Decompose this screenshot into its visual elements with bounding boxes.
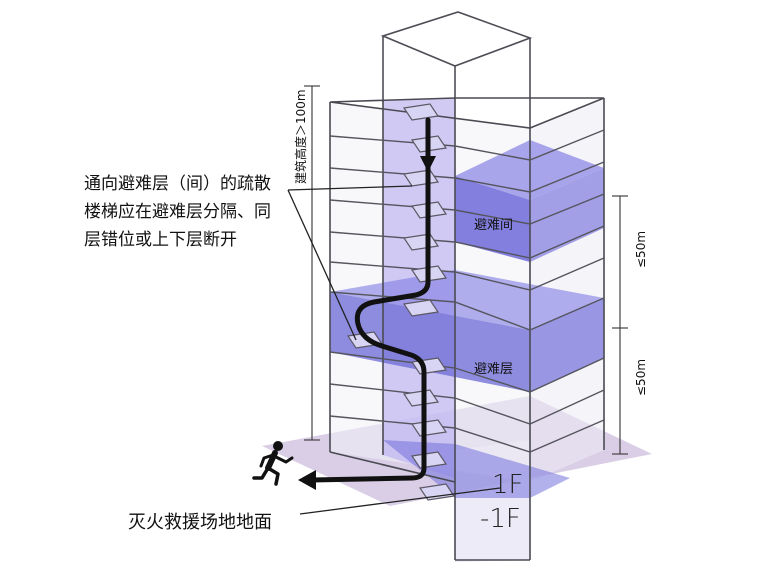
stair-note-line-1: 通向避难层（间）的疏散 [84, 174, 271, 194]
route-start-arrow [420, 156, 436, 172]
stair-note-line-3: 层错位或上下层断开 [84, 230, 237, 250]
fire-rescue-ground-label: 灭火救援场地地面 [128, 512, 272, 533]
leader-lines [287, 185, 501, 515]
refuge-floor-label: 避难层 [474, 362, 514, 377]
refuge-floor-front [330, 292, 530, 392]
refuge-floor-side [530, 298, 604, 392]
arrow-left-icon [298, 470, 316, 490]
running-person-icon [252, 441, 294, 486]
refuge-room-side [530, 168, 604, 262]
ground-floor-label: 1F [492, 470, 524, 500]
refuge-floor-top [330, 270, 604, 330]
refuge-room-label: 避难间 [474, 218, 514, 233]
spacing-lower-label: ≤50m [634, 358, 648, 396]
building-outline [329, 97, 605, 561]
spacing-upper-label: ≤50m [634, 230, 648, 268]
evacuation-route [309, 117, 431, 483]
refuge-room-box [455, 176, 530, 262]
upper-tower [380, 11, 533, 128]
basement-floor-label: -1F [480, 504, 521, 534]
stair-note-line-2: 楼梯应在避难层分隔、同 [84, 202, 271, 222]
dimension-lines [304, 85, 628, 455]
stair-flights [346, 103, 456, 501]
stair-requirement-note: 通向避难层（间）的疏散 楼梯应在避难层分隔、同 层错位或上下层断开 [84, 170, 299, 254]
